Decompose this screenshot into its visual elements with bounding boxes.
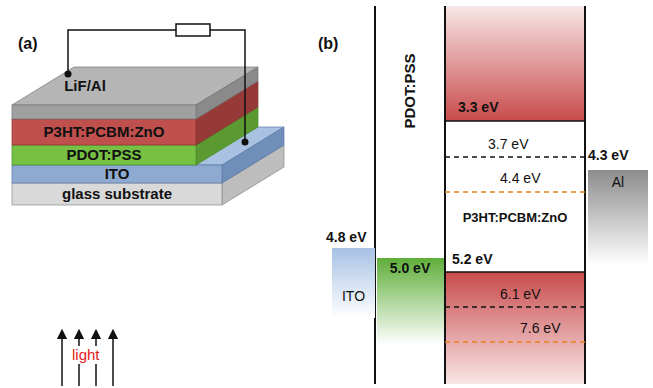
band-boundary	[374, 6, 376, 384]
energy-level-dashed	[445, 306, 585, 308]
electrode-layer: LiF/Al	[55, 74, 115, 98]
panel-label: (b)	[318, 34, 338, 53]
homo-band-shade	[446, 272, 585, 384]
active-layer: P3HT:PCBM:ZnO	[12, 119, 196, 145]
substrate-layer: glass substrate	[12, 183, 222, 205]
energy-value: 3.3 eV	[458, 99, 498, 116]
energy-band: P3HT:PCBM:ZnO	[446, 8, 584, 382]
energy-band: PDOT:PSS 5.0 eV	[376, 8, 444, 382]
resistor-symbol	[176, 24, 210, 36]
energy-value: 5.0 eV	[376, 260, 444, 277]
contact-dot	[242, 139, 249, 146]
hole-transport-layer: PDOT:PSS	[12, 145, 196, 165]
pedot-front-face	[12, 145, 196, 165]
layer-name: ITO	[332, 288, 375, 305]
layer-name: glass substrate	[12, 185, 222, 203]
energy-value: 6.1 eV	[500, 286, 540, 303]
layer-name: ITO	[12, 165, 222, 183]
energy-value: 4.3 eV	[588, 147, 628, 164]
energy-levels	[445, 121, 585, 342]
energy-value: 4.4 eV	[500, 170, 540, 187]
lif-front-face	[12, 105, 196, 119]
energy-value: 7.6 eV	[520, 320, 560, 337]
layer-name: P3HT:PCBM:ZnO	[12, 123, 196, 141]
energy-level-dashed	[445, 156, 585, 158]
layer-name: P3HT:PCBM:ZnO	[446, 210, 584, 226]
layer-name: PDOT:PSS	[12, 146, 196, 164]
ito-front-face	[12, 165, 222, 183]
layer-name: PDOT:PSS	[401, 46, 419, 136]
layer-name: Al	[588, 174, 648, 191]
pedot-level-box	[377, 258, 444, 345]
electrode-level-box: ITO	[332, 248, 375, 318]
ito-layer: ITO	[12, 142, 284, 183]
energy-level-solid	[445, 271, 585, 273]
energy-level-solid	[445, 120, 585, 122]
energy-value: 4.8 eV	[326, 229, 366, 246]
band-boundary	[584, 6, 586, 384]
energy-value: 3.7 eV	[488, 136, 528, 153]
energy-level-dashed-orange	[445, 341, 585, 343]
band-boundary	[444, 6, 446, 384]
energy-level-dashed-orange	[445, 191, 585, 193]
light-label: light	[70, 346, 102, 364]
light-arrow	[61, 334, 63, 386]
light-arrows	[62, 334, 113, 386]
layer-name: LiF/Al	[55, 77, 115, 95]
electrode-level-box: Al	[588, 170, 648, 265]
lif-al-layer	[12, 67, 258, 119]
lif-side-face	[196, 67, 258, 119]
energy-value: 5.2 eV	[452, 251, 492, 268]
panel-label: (a)	[18, 34, 38, 53]
lumo-band-shade	[446, 6, 585, 121]
active-front-face	[12, 119, 196, 145]
light-arrow	[112, 334, 114, 386]
band-boundaries	[375, 6, 585, 384]
contact-dot	[65, 71, 72, 78]
glass-front-face	[12, 183, 222, 205]
